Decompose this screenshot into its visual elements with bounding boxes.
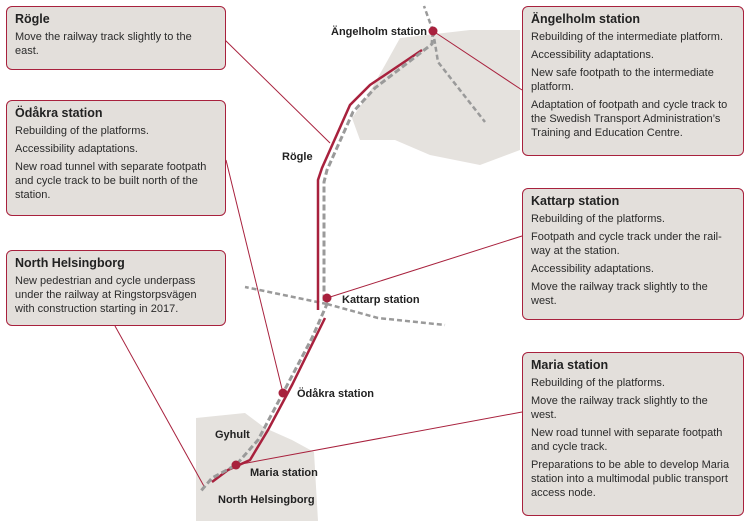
label-maria-station: Maria station	[250, 467, 318, 479]
label-angelholm-station: Ängelholm station	[331, 25, 427, 38]
callout-maria-line: Move the railway track slightly to the w…	[531, 395, 708, 421]
callout-maria-title: Maria station	[531, 358, 609, 372]
label-gyhult: Gyhult	[215, 429, 250, 441]
callout-leaders	[114, 30, 523, 489]
callout-north-helsingborg: North Helsingborg New pedestrian and cyc…	[6, 250, 226, 326]
helsingborg-urban-area	[196, 413, 318, 521]
callout-kattarp: Kattarp station Rebuilding of the platfo…	[522, 188, 744, 320]
callout-maria-line: Preparations to be able to develop Maria…	[531, 459, 730, 499]
callout-rogle-line: Move the railway track slightly to the e…	[15, 31, 192, 57]
callout-maria-line: New road tunnel with separate footpath a…	[531, 427, 723, 453]
branch-angelholm-east	[431, 30, 486, 123]
branch-kattarp-east	[326, 302, 446, 327]
callout-kattarp-line: Footpath and cycle track under the rail-…	[531, 231, 722, 257]
station-dot-odakra	[278, 388, 288, 398]
callout-odakra-line: Accessibility adaptations.	[15, 143, 138, 155]
callout-angelholm-line: Rebuilding of the intermediate platform.	[531, 31, 723, 43]
callout-odakra-title: Ödåkra station	[15, 106, 103, 120]
callout-rogle-title: Rögle	[15, 12, 50, 26]
callout-maria: Maria station Rebuilding of the platform…	[522, 352, 744, 516]
callout-odakra-line: Rebuilding of the platforms.	[15, 125, 149, 137]
callout-kattarp-line: Rebuilding of the platforms.	[531, 213, 665, 225]
works-section-rogle	[316, 48, 423, 310]
callout-north-helsingborg-title: North Helsingborg	[15, 256, 125, 270]
callout-odakra: Ödåkra station Rebuilding of the platfor…	[6, 100, 226, 216]
label-odakra-station: Ödåkra station	[297, 387, 374, 400]
branch-kattarp-west	[244, 285, 328, 306]
callout-kattarp-title: Kattarp station	[531, 194, 620, 208]
callout-north-helsingborg-line: New pedestrian and cycle underpass under…	[15, 275, 197, 315]
callout-angelholm-line: New safe footpath to the intermediate pl…	[531, 67, 714, 93]
station-dot-maria	[231, 460, 241, 470]
callout-angelholm-title: Ängelholm station	[531, 12, 641, 26]
leader-kattarp	[326, 235, 523, 299]
callout-angelholm: Ängelholm station Rebuilding of the inte…	[522, 6, 744, 156]
main-railway-line	[198, 30, 435, 493]
callout-odakra-line: New road tunnel with separate footpath a…	[15, 161, 207, 201]
leader-maria	[235, 411, 523, 466]
station-markers	[231, 26, 438, 470]
leader-rogle	[224, 39, 331, 144]
callout-kattarp-line: Move the railway track slightly to the w…	[531, 281, 708, 307]
angelholm-urban-area	[352, 30, 520, 165]
callout-kattarp-line: Accessibility adaptations.	[531, 263, 654, 275]
label-north-helsingborg: North Helsingborg	[218, 494, 315, 506]
station-dot-kattarp	[322, 293, 332, 303]
callout-maria-line: Rebuilding of the platforms.	[531, 377, 665, 389]
label-kattarp-station: Kattarp station	[342, 294, 420, 306]
station-dot-angelholm	[428, 26, 438, 36]
callout-angelholm-line: Adaptation of footpath and cycle track t…	[531, 99, 728, 139]
callout-rogle: Rögle Move the railway track slightly to…	[6, 6, 226, 70]
leader-odakra	[225, 159, 284, 394]
leader-angelholm	[432, 30, 523, 91]
leader-north-helsingborg	[114, 325, 206, 489]
label-rogle: Rögle	[282, 151, 313, 163]
callout-angelholm-line: Accessibility adaptations.	[531, 49, 654, 61]
